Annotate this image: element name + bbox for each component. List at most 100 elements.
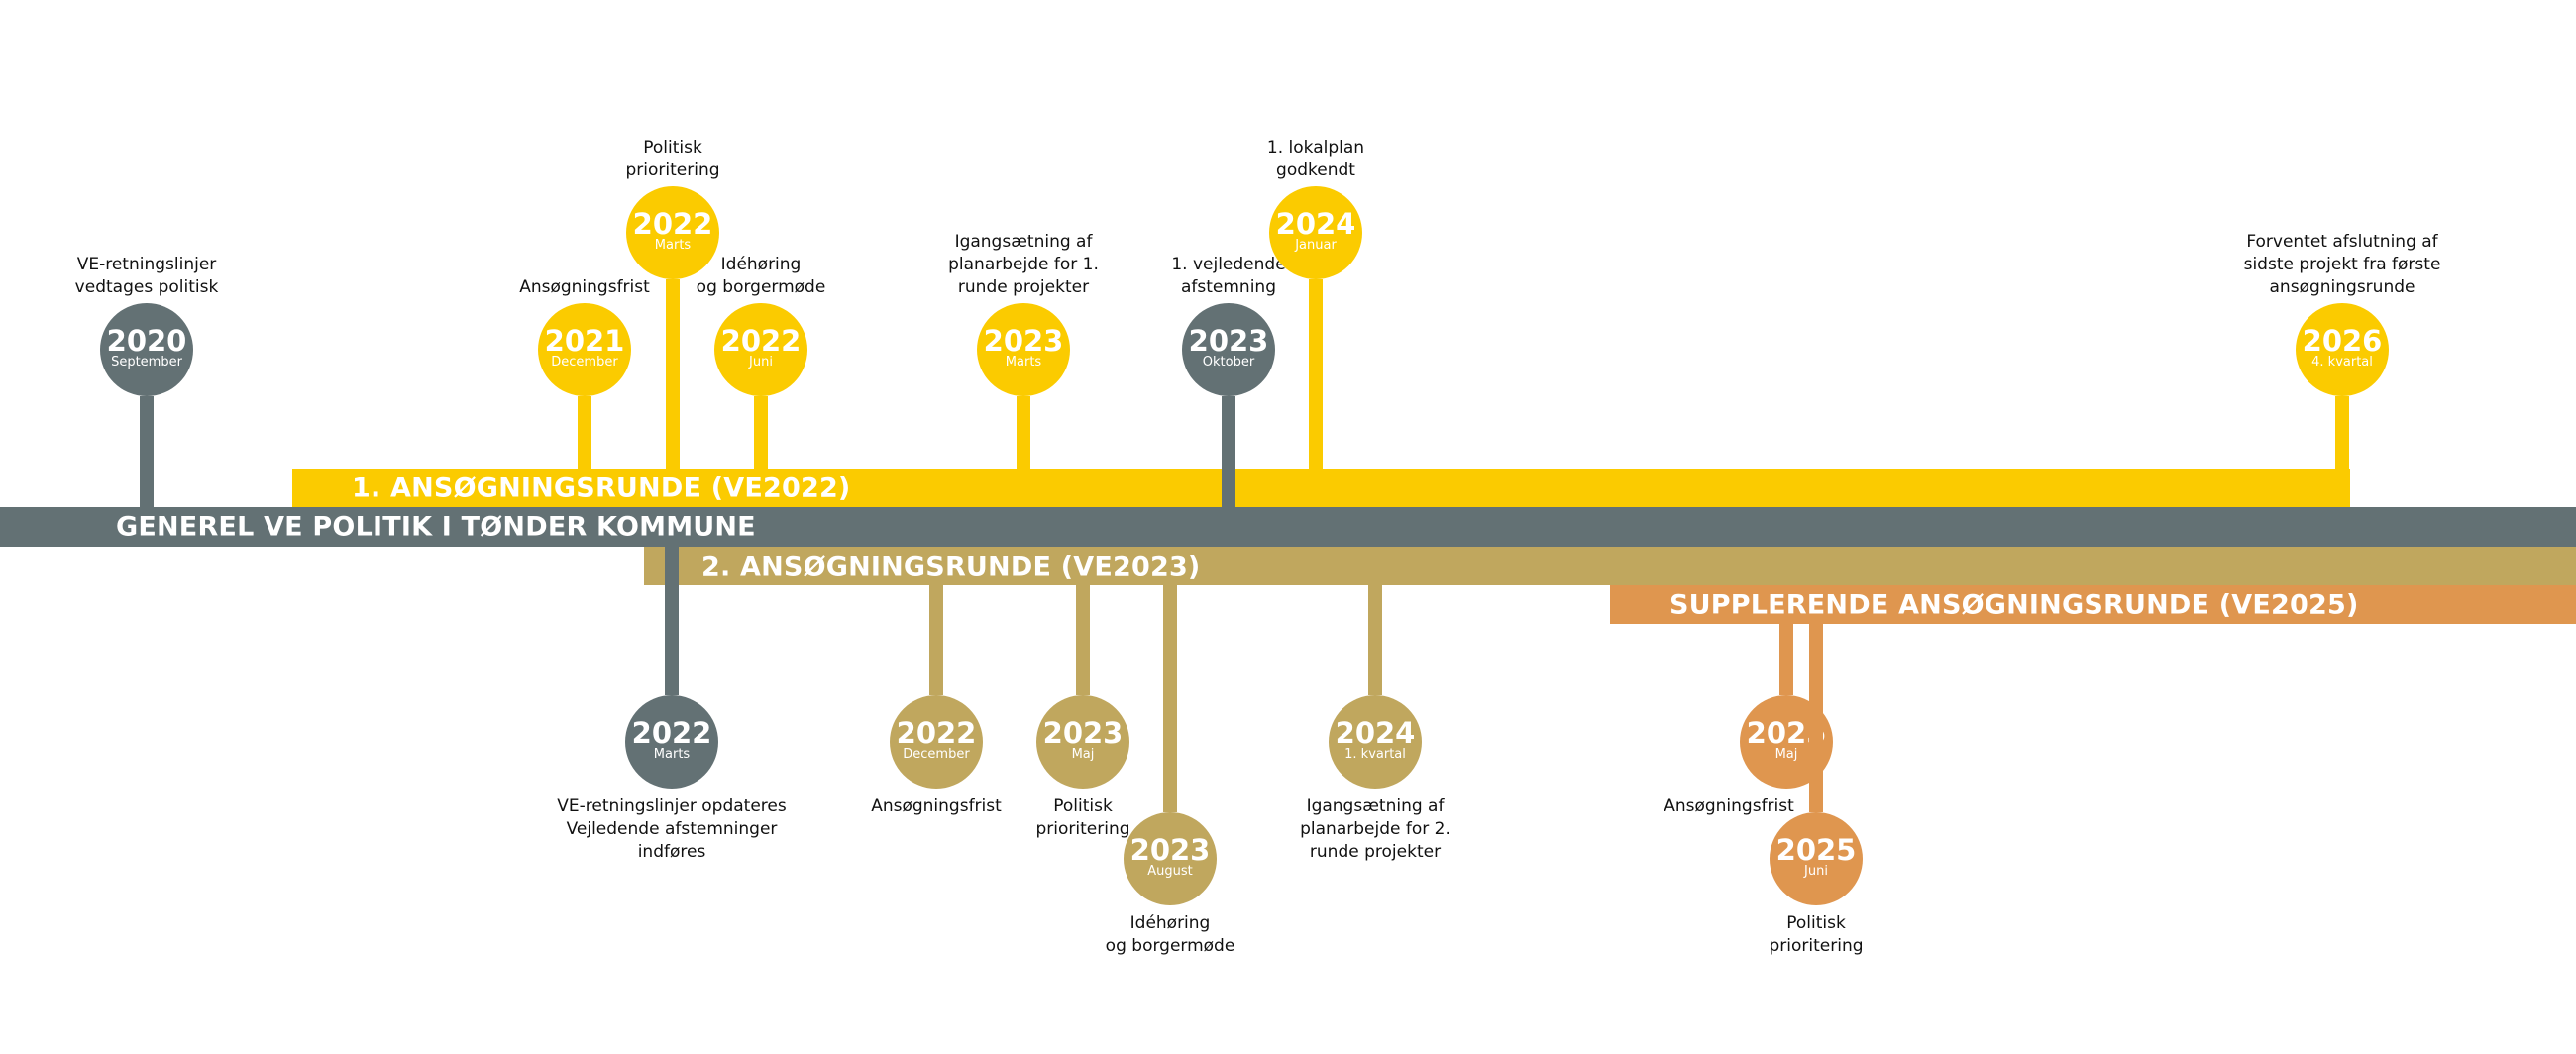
- track-round1-title: 1. ANSØGNINGSRUNDE (VE2022): [352, 473, 851, 504]
- milestone-period: Maj: [1071, 747, 1095, 762]
- milestone-stem: [666, 279, 680, 470]
- milestone-year: 2024: [1275, 207, 1356, 241]
- milestone-period: 4. kvartal: [2311, 355, 2373, 369]
- milestone-stem: [1222, 396, 1235, 508]
- milestone-year: 2026: [2302, 324, 2383, 358]
- milestone-year: 2022: [632, 207, 713, 241]
- milestone-label-line: runde projekter: [1309, 842, 1442, 862]
- milestone-year: 2022: [896, 716, 977, 750]
- milestone-label-line: godkendt: [1276, 160, 1355, 180]
- milestone-label-line: Forventet afslutning af: [2246, 232, 2438, 252]
- milestone-period: December: [551, 355, 618, 369]
- milestone-label-line: Igangsætning af: [954, 232, 1093, 252]
- milestone-period: Januar: [1295, 238, 1337, 253]
- milestone-label-line: Igangsætning af: [1306, 796, 1445, 816]
- milestone-label-line: 1. lokalplan: [1266, 138, 1365, 158]
- milestone-label-line: vedtages politisk: [74, 277, 219, 297]
- milestone-stem: [1163, 584, 1177, 812]
- milestone-label-line: indføres: [637, 842, 706, 862]
- track-round2-title: 2. ANSØGNINGSRUNDE (VE2023): [701, 551, 1201, 581]
- milestone-label-line: afstemning: [1180, 277, 1277, 297]
- milestone-stem: [2335, 396, 2349, 470]
- milestone-label: Igangsætning af planarbejde for 2. runde p…: [1300, 795, 1450, 864]
- milestone-stem: [1076, 584, 1090, 695]
- milestone-period: Marts: [1005, 355, 1042, 369]
- milestone-label-line: Vejledende afstemninger: [566, 819, 778, 839]
- milestone-stem: [1779, 624, 1793, 695]
- milestone-year: 2020: [106, 324, 187, 358]
- milestone-label-line: prioritering: [1035, 819, 1130, 839]
- track-round1-bar: 1. ANSØGNINGSRUNDE (VE2022): [292, 469, 2350, 508]
- milestone-stem: [140, 396, 154, 508]
- milestone-label-line: VE-retningslinjer opdateres: [557, 796, 787, 816]
- milestone-period: 1. kvartal: [1344, 747, 1406, 762]
- milestone-stem: [1368, 584, 1382, 695]
- milestone-period: Marts: [653, 747, 691, 762]
- milestone-label-line: prioritering: [1769, 936, 1864, 956]
- milestone-label: Ansøgningsfrist: [871, 795, 1002, 818]
- track-supplemental-title: SUPPLERENDE ANSØGNINGSRUNDE (VE2025): [1669, 589, 2359, 620]
- milestone-stem: [665, 546, 679, 695]
- milestone-year: 2023: [1188, 324, 1269, 358]
- milestone-label-line: VE-retningslinjer: [76, 255, 217, 274]
- track-general-title: GENEREL VE POLITIK I TØNDER KOMMUNE: [116, 511, 756, 543]
- milestone-year: 2024: [1335, 716, 1416, 750]
- milestone-year: 2021: [544, 324, 625, 358]
- milestone-year: 2023: [1129, 833, 1211, 867]
- milestone-label: Ansøgningsfrist: [519, 276, 650, 299]
- milestone-year: 2023: [1042, 716, 1124, 750]
- milestone-stem: [578, 396, 591, 470]
- milestone-label-line: Politisk: [1053, 796, 1113, 816]
- milestone-label-line: planarbejde for 1.: [948, 255, 1099, 274]
- milestone-period: Juni: [1804, 864, 1828, 879]
- milestone-label: VE-retningslinjer vedtages politisk: [75, 254, 219, 299]
- milestone-period: Marts: [654, 238, 692, 253]
- milestone-label-line: Ansøgningsfrist: [871, 796, 1002, 816]
- milestone-label: Forventet afslutning af sidste projekt fr…: [2244, 231, 2441, 299]
- track-general-bar: GENEREL VE POLITIK I TØNDER KOMMUNE: [0, 507, 2576, 547]
- milestone-stem: [1309, 279, 1323, 470]
- milestone-label-line: planarbejde for 2.: [1300, 819, 1450, 839]
- track-round2-bar: 2. ANSØGNINGSRUNDE (VE2023): [644, 547, 2576, 585]
- milestone-label-line: Idéhøring: [720, 255, 802, 274]
- milestone-period: December: [903, 747, 970, 762]
- milestone-label-line: Ansøgningsfrist: [1664, 796, 1794, 816]
- milestone-label-line: 1. vejledende: [1171, 255, 1286, 274]
- milestone-label: Politisk prioritering: [1769, 912, 1863, 958]
- milestone-stem: [929, 584, 943, 695]
- milestone-label-line: Politisk: [643, 138, 702, 158]
- milestone-label: Idéhøring og borgermøde: [1106, 912, 1235, 958]
- milestone-label: Politisk prioritering: [1035, 795, 1129, 841]
- milestone-year: 2022: [631, 716, 712, 750]
- milestone-label-line: Ansøgningsfrist: [519, 277, 650, 297]
- milestone-year: 2023: [983, 324, 1064, 358]
- milestone-period: Juni: [749, 355, 773, 369]
- milestone-label-line: Idéhøring: [1129, 913, 1211, 933]
- milestone-label-line: sidste projekt fra første: [2243, 255, 2441, 274]
- milestone-year: 2025: [1775, 833, 1857, 867]
- milestone-period: Oktober: [1202, 355, 1255, 369]
- milestone-period: August: [1147, 864, 1193, 879]
- track-supplemental-bar: SUPPLERENDE ANSØGNINGSRUNDE (VE2025): [1610, 585, 2576, 624]
- milestone-label-line: Politisk: [1786, 913, 1846, 933]
- milestone-label-line: og borgermøde: [1105, 936, 1235, 956]
- milestone-period: September: [111, 355, 182, 369]
- milestone-stem: [754, 396, 768, 470]
